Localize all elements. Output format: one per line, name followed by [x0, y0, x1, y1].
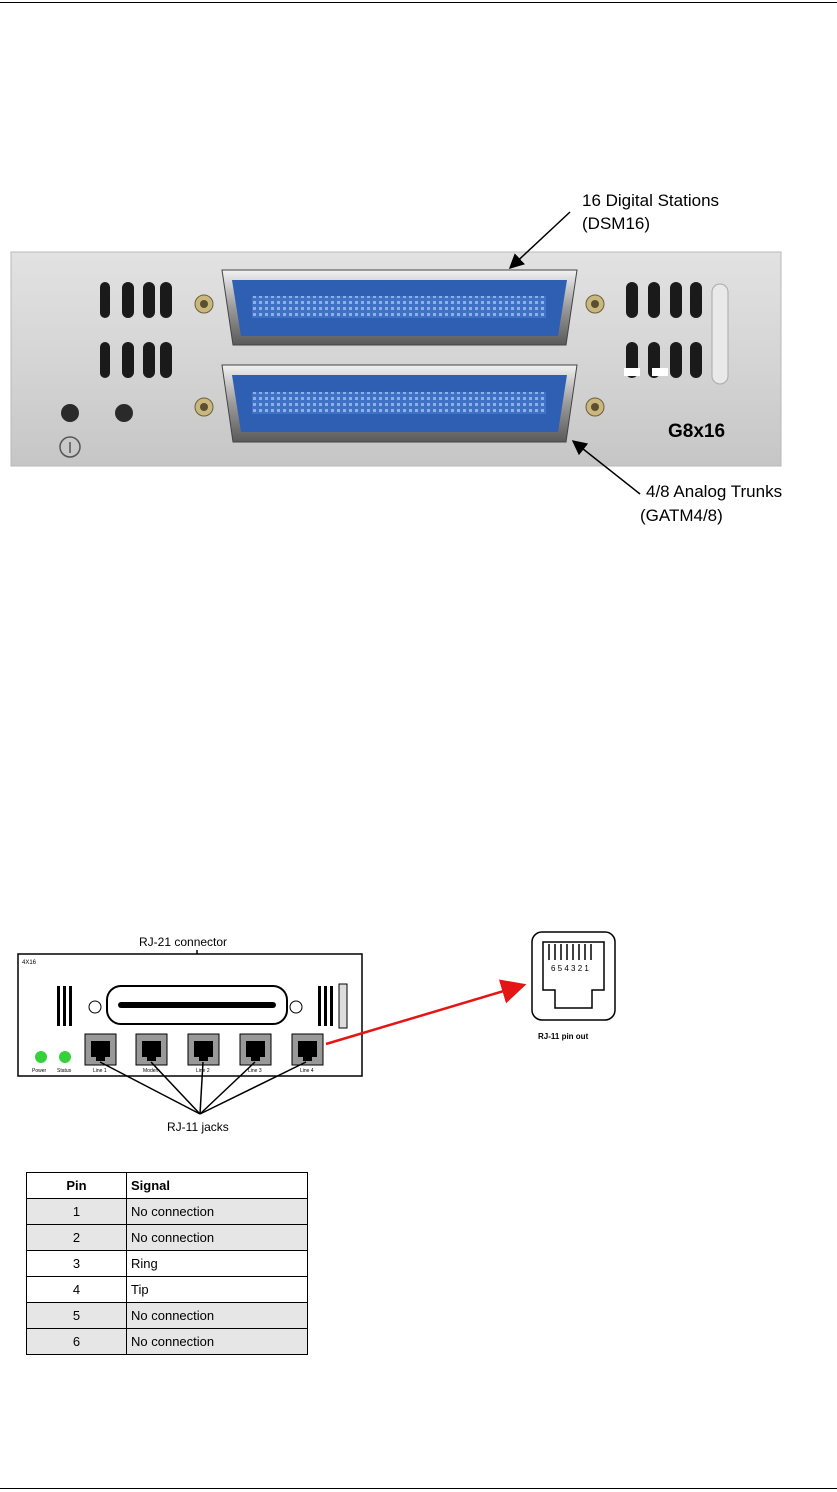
power-led: [35, 1051, 47, 1063]
rj11-pinout-icon: 6 5 4 3 2 1: [532, 932, 615, 1020]
rj11-jack: [292, 1034, 323, 1065]
table-row: 5 No connection: [27, 1303, 308, 1329]
pin-number: 4: [27, 1277, 127, 1303]
bottom-label-line1: 4/8 Analog Trunks: [646, 482, 782, 501]
table-row: 6 No connection: [27, 1329, 308, 1355]
status-led-label: Status: [57, 1068, 72, 1074]
card-screw-icon: [89, 1001, 101, 1013]
led-hole-right: [115, 404, 133, 422]
pin-number: 6: [27, 1329, 127, 1355]
jack-label-line3: Line 3: [248, 1068, 262, 1074]
pinout-arrow: [326, 985, 524, 1044]
rj11-jack: [188, 1034, 219, 1065]
card-left-vents: [57, 986, 72, 1026]
rj11-pinout-label: RJ-11 pin out: [538, 1032, 589, 1041]
pin-column-header: Pin: [27, 1173, 127, 1199]
card-right-vents: [318, 986, 333, 1026]
table-row: 4 Tip: [27, 1277, 308, 1303]
pin-signal: No connection: [127, 1329, 308, 1355]
signal-column-header: Signal: [127, 1173, 308, 1199]
led-hole-left: [61, 404, 79, 422]
pin-signal: No connection: [127, 1303, 308, 1329]
model-label: G8x16: [668, 421, 725, 442]
pin-signal: Tip: [127, 1277, 308, 1303]
dsm16-connector: [222, 270, 577, 345]
rj11-jacks-label: RJ-11 jacks: [167, 1120, 229, 1134]
top-label-line2: (DSM16): [582, 214, 650, 233]
bottom-label-line2: (GATM4/8): [640, 506, 723, 525]
pin-signal-table: Pin Signal 1 No connection 2 No connecti…: [26, 1172, 308, 1355]
jack-label-modem: Modem: [143, 1068, 160, 1074]
card-screw-icon: [290, 1001, 302, 1013]
analog-card-outline: [18, 954, 362, 1076]
pin-signal: No connection: [127, 1225, 308, 1251]
gatm-connector: [222, 365, 577, 442]
power-led-label: Power: [32, 1068, 47, 1074]
table-row: 1 No connection: [27, 1199, 308, 1225]
rj21-connector-slot: [118, 1002, 276, 1008]
table-header-row: Pin Signal: [27, 1173, 308, 1199]
rj11-jack: [136, 1034, 167, 1065]
card-id: 4X16: [22, 960, 37, 966]
rj11-leader-lines: [100, 1062, 306, 1114]
pin-number: 5: [27, 1303, 127, 1329]
release-lever: [712, 284, 728, 384]
rj21-connector: [107, 986, 287, 1024]
pin-number: 1: [27, 1199, 127, 1225]
jack-label-line4: Line 4: [300, 1068, 314, 1074]
status-led: [59, 1051, 71, 1063]
card-latch: [339, 984, 347, 1028]
rj21-connector-label: RJ-21 connector: [139, 935, 227, 949]
jack-label-line1: Line 1: [93, 1068, 107, 1074]
bottom-rule: [0, 1488, 837, 1489]
rj11-jack: [85, 1034, 116, 1065]
pin-number: 2: [27, 1225, 127, 1251]
top-label-line1: 16 Digital Stations: [582, 191, 719, 210]
pin-signal: No connection: [127, 1199, 308, 1225]
jack-label-line2: Line 2: [196, 1068, 210, 1074]
rj11-jack: [240, 1034, 271, 1065]
pinout-numbers: 6 5 4 3 2 1: [551, 964, 589, 973]
table-row: 2 No connection: [27, 1225, 308, 1251]
pin-signal: Ring: [127, 1251, 308, 1277]
table-row: 3 Ring: [27, 1251, 308, 1277]
pin-number: 3: [27, 1251, 127, 1277]
g8x16-module-figure: G8x16 16 Digital Stations (DSM16) 4/8 An…: [0, 0, 837, 560]
